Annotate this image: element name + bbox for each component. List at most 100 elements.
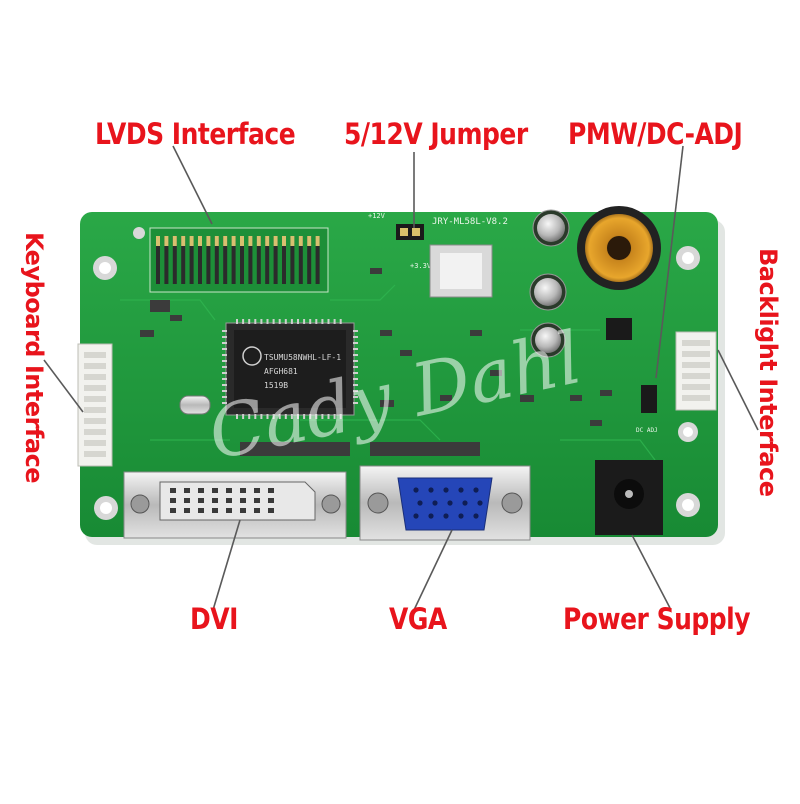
label-vga: VGA	[389, 601, 447, 636]
callout-lines	[43, 145, 759, 611]
dvi-connector	[123, 471, 347, 539]
chip-leg	[222, 402, 227, 404]
lvds-pin	[172, 236, 177, 284]
keyboard-pin	[84, 451, 106, 457]
chip-leg	[248, 319, 251, 324]
label-jumper: 5/12V Jumper	[344, 116, 528, 151]
chip-leg	[327, 414, 330, 419]
chip-leg	[254, 414, 257, 419]
lvds-pin-tip	[265, 236, 270, 246]
chip-leg	[353, 384, 358, 386]
chip-leg	[353, 390, 358, 392]
dvi-pin	[254, 508, 260, 513]
label-lvds-interface: LVDS Interface	[95, 116, 296, 151]
lvds-pin-tip	[315, 236, 320, 246]
lvds-pin	[315, 236, 320, 284]
chip-leg	[315, 319, 318, 324]
lvds-pin-tip	[214, 236, 219, 246]
chip-leg	[290, 319, 293, 324]
dvi-pin	[170, 498, 176, 503]
chip-leg	[272, 414, 275, 419]
chip-leg	[278, 319, 281, 324]
lvds-pin-tip	[240, 236, 244, 246]
lvds-pin-tip	[156, 236, 160, 246]
chip-leg	[284, 319, 287, 324]
chip-leg	[236, 414, 238, 419]
label-keyboard-interface: Keyboard Interface	[20, 232, 48, 484]
chip-leg	[353, 360, 358, 362]
keyboard-pin	[84, 352, 106, 358]
lvds-pin	[265, 236, 270, 284]
chip-leg	[236, 319, 238, 324]
backlight-connector	[675, 331, 717, 411]
chip-leg	[222, 366, 227, 368]
jumper-block	[396, 224, 424, 240]
lvds-pin	[156, 236, 160, 284]
vga-pin	[432, 500, 438, 506]
dvi-pin	[226, 498, 232, 503]
chip-leg	[222, 348, 227, 350]
chip-leg	[333, 319, 336, 324]
lvds-pin	[240, 236, 244, 284]
chip-leg	[248, 414, 251, 419]
vga-pin	[447, 500, 453, 506]
vga-pin	[473, 513, 479, 519]
lvds-pin	[231, 236, 236, 284]
dvi-pin	[268, 498, 274, 503]
chip-leg	[303, 319, 306, 324]
chip-leg	[260, 414, 263, 419]
lvds-pin	[223, 236, 228, 284]
dvi-pin	[240, 498, 246, 503]
chip-leg	[222, 354, 227, 356]
chip-leg	[222, 384, 227, 386]
chip-leg	[353, 378, 358, 380]
dvi-pin	[254, 488, 260, 493]
vga-pin	[462, 500, 468, 506]
vga-pin	[443, 513, 449, 519]
backlight-pin	[682, 351, 710, 357]
main-chip	[222, 319, 358, 419]
vga-connector	[359, 465, 531, 541]
lvds-pin	[298, 236, 303, 284]
vga-pin	[473, 487, 479, 493]
dvi-pin	[226, 508, 232, 513]
lvds-pin-tip	[189, 236, 194, 246]
chip-leg	[222, 372, 227, 374]
chip-leg	[309, 414, 312, 419]
keyboard-pin	[84, 385, 106, 391]
lvds-pin-tip	[290, 236, 295, 246]
dvi-pin	[212, 488, 218, 493]
vga-pin	[428, 513, 434, 519]
chip-leg	[353, 366, 358, 368]
lvds-pin-tip	[181, 236, 186, 246]
keyboard-pin	[84, 363, 106, 369]
chip-leg	[284, 414, 287, 419]
chip-leg	[242, 414, 245, 419]
lvds-pin	[189, 236, 194, 284]
chip-leg	[321, 319, 324, 324]
chip-leg	[272, 319, 275, 324]
chip-leg	[353, 354, 358, 356]
dvi-pin	[184, 508, 190, 513]
chip-leg	[353, 330, 358, 332]
lvds-header	[149, 227, 329, 293]
chip-leg	[315, 414, 318, 419]
chip-leg	[297, 319, 299, 324]
chip-leg	[309, 319, 312, 324]
lvds-pin	[198, 236, 202, 284]
dvi-pin	[184, 488, 190, 493]
smd-components	[140, 268, 612, 456]
keyboard-pin	[84, 429, 106, 435]
chip-leg	[353, 342, 358, 344]
keyboard-pin	[84, 440, 106, 446]
vga-pin	[458, 513, 464, 519]
chip-leg	[222, 336, 227, 338]
chip-leg	[254, 319, 257, 324]
chip-leg	[278, 414, 281, 419]
chip-marking-1: TSUMU58NWHL-LF-1	[264, 353, 341, 362]
dvi-pin	[240, 488, 246, 493]
backlight-ic	[606, 318, 632, 340]
pmw-jumper	[641, 385, 657, 413]
